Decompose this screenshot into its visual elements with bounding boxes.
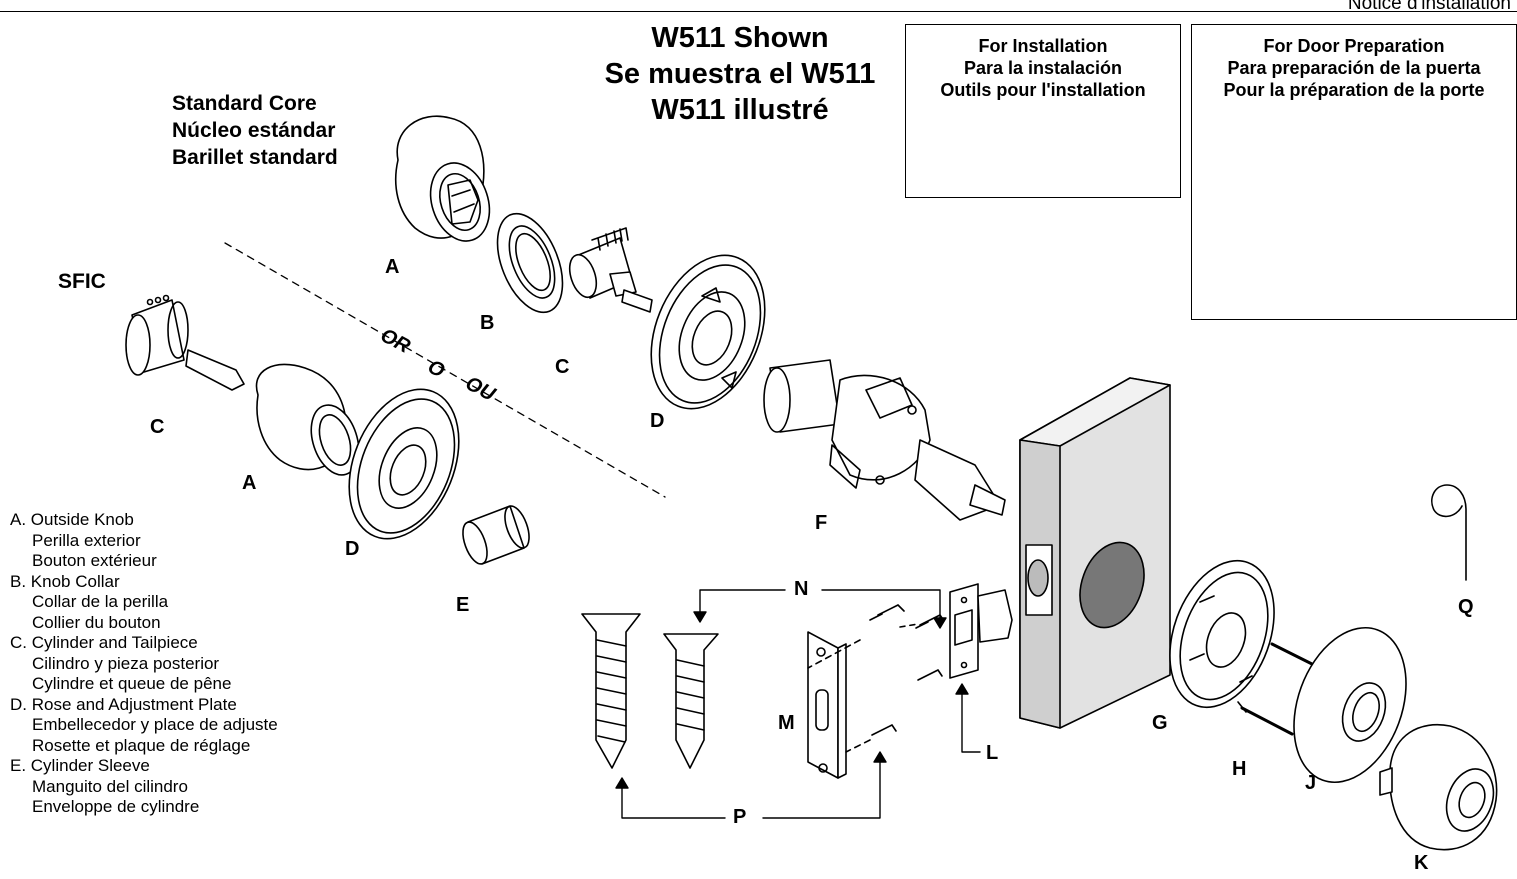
door-prep-box-title: For Door Preparation Para preparación de…: [1192, 35, 1516, 101]
diagram-title: W511 Shown Se muestra el W511 W511 illus…: [585, 20, 895, 128]
legend-line-fr: Enveloppe de cylindre: [32, 797, 200, 816]
sfic-tailpiece: [185, 349, 245, 391]
door-prep-title-en: For Door Preparation: [1263, 36, 1445, 56]
legend-line-fr: Collier du bouton: [32, 612, 161, 632]
label-a-top: A: [385, 256, 400, 278]
legend-item-b: B. Knob Collar Collar de la perilla Coll…: [10, 572, 278, 634]
door-prep-title-es: Para preparación de la puerta: [1227, 58, 1481, 78]
legend-line-es: Perilla exterior: [32, 530, 141, 550]
label-q: Q: [1458, 596, 1474, 618]
standard-core-en: Standard Core: [172, 92, 317, 115]
standard-core-fr: Barillet standard: [172, 146, 338, 169]
label-c-top: C: [555, 356, 570, 378]
sfic-core: [125, 294, 189, 376]
door-prep-tools-box: For Door Preparation Para preparación de…: [1191, 24, 1517, 320]
door-prep-title-fr: Pour la préparation de la porte: [1223, 80, 1485, 100]
legend-title: D. Rose and Adjustment Plate: [10, 694, 237, 714]
legend-item-a: A. Outside Knob Perilla exterior Bouton …: [10, 510, 278, 572]
cylinder-sleeve: [462, 505, 530, 565]
label-c-left: C: [150, 416, 165, 438]
title-line-fr: W511 illustré: [651, 94, 829, 126]
label-g: G: [1152, 712, 1168, 734]
label-f: F: [815, 512, 828, 534]
title-line-en: W511 Shown: [651, 22, 829, 54]
inside-knob: [1379, 724, 1498, 851]
long-screw-small: [663, 633, 719, 769]
label-m: M: [778, 712, 795, 734]
long-screw-large: [581, 613, 641, 769]
label-p: P: [733, 806, 747, 828]
legend-title: E. Cylinder Sleeve: [10, 756, 150, 775]
legend-line-es: Embellecedor y place de adjuste: [32, 715, 278, 734]
installation-tools-box: For Installation Para la instalación Out…: [905, 24, 1181, 198]
legend-line-es: Manguito del cilindro: [32, 776, 188, 796]
latch: [949, 583, 1013, 679]
leader-lines: [615, 589, 981, 819]
legend-item-e: E. Cylinder Sleeve Manguito del cilindro…: [10, 756, 278, 818]
installation-title-en: For Installation: [978, 36, 1108, 56]
outside-knob-top: [394, 115, 491, 242]
label-e: E: [456, 594, 470, 616]
rose-plate-left: [348, 388, 460, 540]
legend-line-fr: Bouton extérieur: [32, 551, 157, 570]
header-rule: [0, 11, 1517, 12]
legend-title: A. Outside Knob: [10, 510, 134, 529]
legend-title: B. Knob Collar: [10, 571, 120, 591]
label-d-top: D: [650, 410, 665, 432]
alternative-divider-line: [224, 242, 666, 498]
standard-core-es: Núcleo estándar: [172, 119, 336, 142]
installation-title-fr: Outils pour l'installation: [940, 80, 1146, 100]
legend-line-es: Collar de la perilla: [32, 592, 169, 611]
knob-collar: [496, 212, 564, 314]
label-n: N: [794, 578, 809, 600]
label-k: K: [1414, 852, 1429, 874]
title-line-es: Se muestra el W511: [604, 58, 876, 90]
label-d-left: D: [345, 538, 360, 560]
legend-item-c: C. Cylinder and Tailpiece Cilindro y pie…: [10, 633, 278, 695]
label-a-left: A: [242, 472, 257, 494]
strike-plate: [807, 631, 847, 779]
rose-plate-top: [650, 254, 766, 410]
header-text: Notice d'installation: [1347, 0, 1511, 14]
installation-title-es: Para la instalación: [963, 58, 1123, 78]
label-l: L: [986, 742, 999, 764]
outside-knob-left: [255, 363, 360, 476]
legend-title: C. Cylinder and Tailpiece: [10, 633, 198, 652]
sfic-label: SFIC: [58, 270, 106, 293]
label-b: B: [480, 312, 495, 334]
label-j: J: [1305, 772, 1317, 794]
door-block: [1019, 377, 1171, 729]
legend-line-es: Cilindro y pieza posterior: [32, 653, 220, 673]
inside-rose-plate: [1169, 559, 1275, 709]
legend-line-fr: Cylindre et queue de pêne: [32, 674, 232, 693]
legend-line-fr: Rosette et plaque de réglage: [32, 735, 251, 755]
inside-rose-cover: [1293, 626, 1407, 784]
chassis: [763, 359, 1006, 521]
spanner-wire: [1431, 484, 1467, 581]
standard-core-label: Standard Core Núcleo estándar Barillet s…: [172, 90, 338, 171]
parts-legend: A. Outside Knob Perilla exterior Bouton …: [10, 510, 278, 818]
label-h: H: [1232, 758, 1247, 780]
legend-item-d: D. Rose and Adjustment Plate Embellecedo…: [10, 695, 278, 757]
cylinder-top: [568, 227, 653, 313]
installation-box-title: For Installation Para la instalación Out…: [906, 35, 1180, 101]
